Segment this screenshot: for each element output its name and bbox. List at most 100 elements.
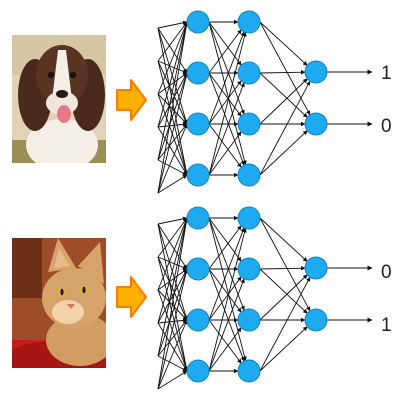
dog-hidden-neuron <box>186 61 210 85</box>
cat-input-connection <box>157 217 188 258</box>
cat-hidden-connection <box>208 225 242 270</box>
dog-input-connection <box>157 122 188 128</box>
cat-hidden-connection <box>259 268 308 314</box>
dog-input-connection <box>157 60 189 176</box>
dog-hidden-connection <box>259 69 306 75</box>
dog-hidden-neuron <box>186 10 210 34</box>
cat-neural-network <box>157 206 373 390</box>
cat-hidden-neuron <box>186 206 210 230</box>
dog-input-connection <box>157 72 188 161</box>
cat-hidden-neuron <box>237 257 261 281</box>
dog-input-connection <box>157 72 189 194</box>
cat-hidden-connection <box>208 217 247 362</box>
cat-output-neuron <box>304 256 328 280</box>
cat-hidden-connection <box>208 278 245 372</box>
cat-hidden-connection <box>208 268 245 362</box>
dog-input-connection <box>157 123 188 194</box>
cat-hidden-connection <box>259 217 311 312</box>
cat-input-connection <box>157 370 188 390</box>
dog-input-connection <box>157 21 189 194</box>
cat-hidden-connection <box>208 217 242 262</box>
cat-input-connection <box>157 256 188 270</box>
cat-hidden-neuron <box>186 257 210 281</box>
cat-hidden-connection <box>208 227 247 372</box>
cat-network-group: 0 1 <box>12 206 392 390</box>
dog-hidden-connection <box>208 131 242 176</box>
cat-hidden-connection <box>259 265 306 271</box>
cat-photo <box>12 238 106 368</box>
cat-input-connection <box>157 318 188 324</box>
dog-input-connection <box>157 123 188 161</box>
cat-connections <box>157 215 311 390</box>
cat-output-neuron <box>304 308 328 332</box>
dog-photo <box>12 35 106 163</box>
dog-input-connection <box>157 60 188 74</box>
cat-input-connection <box>157 216 188 225</box>
dog-hidden-connection <box>259 21 308 66</box>
dog-hidden-neuron <box>186 112 210 136</box>
dog-hidden-neuron <box>237 163 261 187</box>
cat-hidden-connection <box>259 217 308 262</box>
cat-hidden-connection <box>208 276 242 321</box>
cat-input-connection <box>157 319 188 390</box>
dog-hidden-connection <box>208 29 242 74</box>
cat-output-label-1: 0 <box>381 262 392 283</box>
cat-input-connection <box>157 223 189 372</box>
cat-input-connection <box>157 217 188 291</box>
cat-hidden-connection <box>208 327 242 372</box>
cat-hidden-neuron <box>237 308 261 332</box>
dog-input-connection <box>157 72 188 128</box>
cat-hidden-neuron <box>237 206 261 230</box>
dog-neural-network <box>157 10 373 194</box>
dog-input-connection <box>157 21 188 95</box>
dog-input-connection <box>157 21 189 161</box>
dog-hidden-connection <box>259 72 308 118</box>
dog-hidden-connection <box>208 80 242 125</box>
cat-input-connection <box>157 268 188 291</box>
cat-hidden-neuron <box>186 308 210 332</box>
dog-hidden-connection <box>208 21 247 166</box>
dog-hidden-connection <box>208 72 242 117</box>
dog-hidden-neuron <box>186 163 210 187</box>
cat-input-connection <box>157 268 188 324</box>
dog-input-connection <box>157 21 189 128</box>
cat-output-label-2: 1 <box>381 315 392 336</box>
dog-hidden-connection <box>259 78 308 125</box>
cat-input-connection <box>157 256 189 372</box>
dog-hidden-neuron <box>237 112 261 136</box>
dog-input-connection <box>157 27 189 176</box>
dog-output-neuron <box>304 60 328 84</box>
cat-hidden-connection <box>259 276 311 372</box>
dog-output-neuron <box>304 112 328 136</box>
cat-input-connection <box>157 319 188 357</box>
dog-input-connection <box>157 21 188 62</box>
dog-network-group: 1 0 <box>12 10 392 194</box>
cat-hidden-neuron <box>186 359 210 383</box>
dog-input-connection <box>157 27 188 74</box>
cat-hidden-connection <box>259 274 308 321</box>
cat-hidden-connection <box>259 326 308 372</box>
dog-hidden-connection <box>208 21 242 66</box>
dog-input-connection <box>157 174 188 194</box>
cat-input-arrow <box>116 276 147 318</box>
dog-hidden-neuron <box>237 61 261 85</box>
cat-hidden-connection <box>208 319 242 364</box>
cat-hidden-connection <box>208 268 242 313</box>
dog-input-connection <box>157 72 188 95</box>
dog-hidden-connection <box>208 31 245 125</box>
dog-hidden-connection <box>208 82 245 176</box>
dog-hidden-connection <box>259 130 308 176</box>
dog-input-connection <box>157 20 188 29</box>
dog-output-label-1: 1 <box>381 63 392 84</box>
cat-input-connection <box>157 217 189 390</box>
cat-input-connection <box>157 217 189 357</box>
dog-hidden-connection <box>208 123 242 168</box>
dog-output-label-2: 0 <box>381 116 392 137</box>
dog-hidden-connection <box>208 72 245 166</box>
dog-input-arrow <box>116 79 147 121</box>
cat-input-connection <box>157 268 189 390</box>
cat-hidden-connection <box>208 227 245 321</box>
dog-hidden-connection <box>259 80 311 176</box>
cat-input-connection <box>157 268 188 357</box>
